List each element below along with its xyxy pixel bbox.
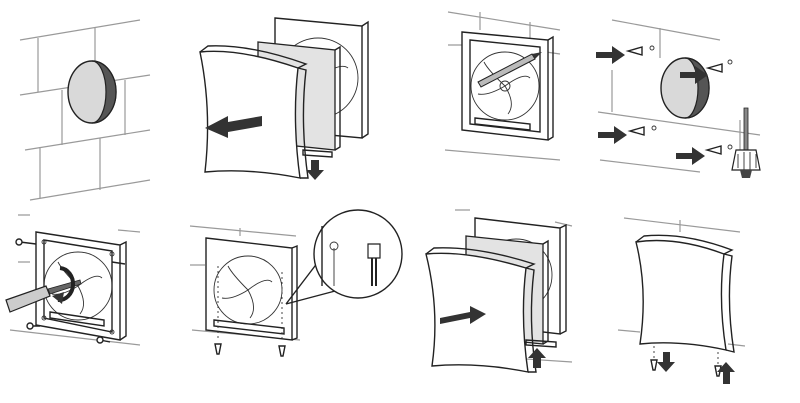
fan-housing-5 bbox=[35, 231, 127, 341]
clip-engage-7 bbox=[525, 339, 557, 368]
front-panel-8 bbox=[635, 234, 735, 364]
step-5-screw-housing bbox=[5, 214, 141, 346]
brick-wall-5 bbox=[9, 214, 141, 346]
brick-wall-3 bbox=[444, 11, 561, 161]
rotate-arrowhead-icon bbox=[52, 292, 64, 304]
step-4-drill-dowels bbox=[596, 19, 761, 178]
step-8-secure-panel bbox=[617, 217, 746, 384]
brick-wall-4 bbox=[597, 19, 761, 173]
insert-arrow-icon bbox=[680, 66, 708, 84]
fan-housing-3 bbox=[461, 31, 554, 141]
screws-6 bbox=[214, 343, 286, 357]
cable-detail-magnifier bbox=[285, 209, 403, 305]
insert-arrow-icon bbox=[598, 126, 627, 144]
drill-icon bbox=[731, 107, 761, 178]
up-arrow-icon bbox=[717, 362, 735, 384]
front-panel-2 bbox=[199, 45, 309, 179]
step-1-wall-opening bbox=[19, 19, 151, 201]
wall-dowels bbox=[625, 45, 733, 155]
step-3-mark-holes bbox=[444, 11, 561, 161]
pencil-icon bbox=[477, 52, 542, 88]
cable-connector-icon bbox=[367, 243, 381, 286]
screws-5 bbox=[15, 238, 126, 344]
duct-opening-1 bbox=[67, 60, 117, 124]
up-arrow-icon bbox=[528, 348, 546, 368]
fan-housing-6 bbox=[205, 237, 298, 341]
duct-opening-4 bbox=[660, 57, 710, 119]
insert-arrow-icon bbox=[676, 147, 705, 165]
insert-arrow-icon bbox=[596, 46, 625, 64]
step-2-remove-panel bbox=[199, 17, 369, 180]
step-7-reinstall-panel bbox=[425, 209, 573, 373]
step-6-connect-cable bbox=[189, 209, 403, 357]
rotate-arrow-icon bbox=[57, 266, 75, 303]
brick-wall-8 bbox=[617, 217, 746, 347]
pull-arrow-icon bbox=[205, 116, 262, 138]
down-arrow-icon bbox=[306, 160, 324, 180]
clip-release-2 bbox=[302, 149, 333, 180]
down-arrow-icon bbox=[657, 352, 675, 372]
front-panel-7 bbox=[425, 247, 537, 373]
push-arrow-icon bbox=[440, 306, 486, 324]
